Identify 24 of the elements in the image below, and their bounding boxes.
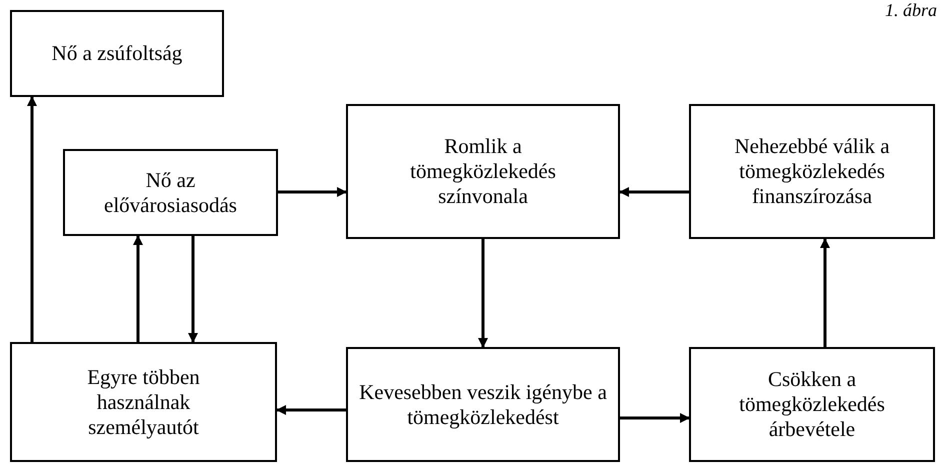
arrow (278, 187, 347, 197)
process-box (346, 104, 620, 239)
arrow (619, 187, 689, 197)
box-text: Kevesebben veszik igénybe a tömegközlekedést (358, 380, 608, 430)
arrow (27, 96, 37, 342)
process-box (10, 342, 277, 462)
arrow (276, 405, 346, 415)
arrow (188, 236, 198, 343)
box-text: Nő a zsúfoltság (52, 41, 182, 66)
process-box (346, 347, 620, 462)
process-box (689, 104, 935, 239)
arrow (820, 238, 830, 347)
box-text: Nő az elővárosiasodás (103, 168, 238, 218)
box-text: Egyre többen használnak személyautót (86, 364, 201, 440)
arrow (478, 239, 488, 348)
arrow (620, 413, 690, 423)
box-text: Nehezebbé válik a tömegközlekedés finanszírozása (733, 134, 891, 209)
figure-caption: 1. ábra (884, 0, 937, 21)
box-text: Csökken a tömegközlekedés árbevétele (738, 367, 886, 442)
arrow (133, 235, 143, 342)
process-box (63, 149, 278, 236)
process-box (10, 10, 224, 97)
box-text: Romlik a tömegközlekedés színvonala (409, 134, 557, 209)
process-box (689, 347, 935, 462)
